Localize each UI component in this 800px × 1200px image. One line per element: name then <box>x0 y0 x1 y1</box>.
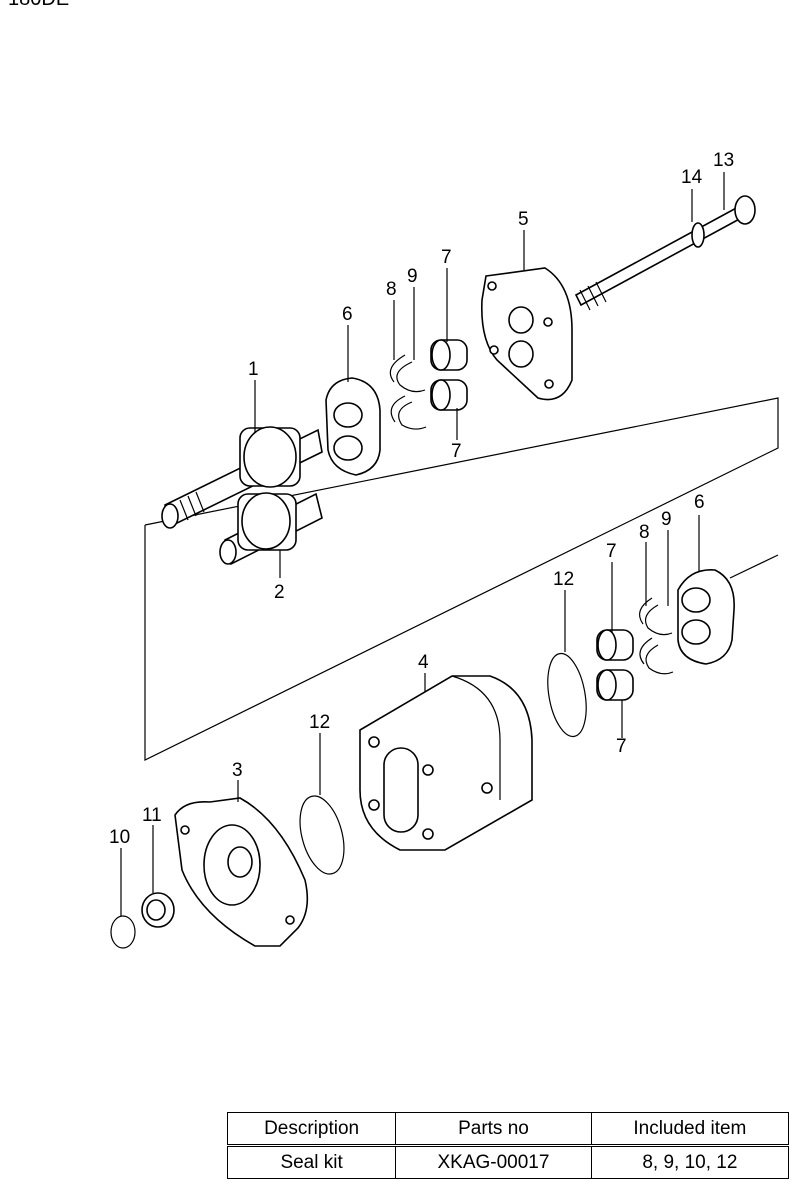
cell-included-item: 8, 9, 10, 12 <box>590 1145 790 1179</box>
bolt-part-13 <box>574 195 756 311</box>
table-header-row: Description Parts no Included item <box>226 1112 790 1147</box>
callout-10: 10 <box>109 827 130 848</box>
callout-12-right: 12 <box>553 569 574 590</box>
bearing-block-part-6-upper <box>325 377 381 476</box>
callout-6-upper: 6 <box>342 304 353 325</box>
washer-part-14 <box>691 222 705 248</box>
callout-14: 14 <box>681 167 703 188</box>
o-ring-part-12-left <box>299 795 345 875</box>
callout-9-upper: 9 <box>407 266 418 287</box>
drive-gear-shaft-part-1 <box>161 426 323 529</box>
callout-11: 11 <box>142 805 162 826</box>
seal-ring-part-8-9-upper <box>389 354 427 430</box>
callout-1: 1 <box>248 359 259 380</box>
callout-5: 5 <box>518 209 529 230</box>
seal-kit-table: Description Parts no Included item Seal … <box>226 1112 790 1179</box>
cell-parts-no: XKAG-00017 <box>395 1145 592 1179</box>
callout-3: 3 <box>232 760 243 781</box>
o-ring-part-12-right <box>547 652 587 738</box>
callout-13: 13 <box>713 150 734 171</box>
callout-4: 4 <box>418 652 429 673</box>
callout-2: 2 <box>274 582 285 603</box>
header-included-item: Included item <box>590 1112 790 1147</box>
assembly-bracket-line <box>144 397 779 761</box>
callout-7-upper-bottom: 7 <box>451 441 462 462</box>
exploded-parts-diagram: 1 2 3 4 5 6 6 7 7 7 7 8 8 9 9 10 11 12 1… <box>109 150 779 949</box>
cover-plate-part-5 <box>480 267 573 401</box>
bracket-link-line <box>729 554 779 579</box>
cell-description: Seal kit <box>226 1145 397 1179</box>
bearing-block-part-6-lower <box>677 569 735 665</box>
callout-6-lower: 6 <box>694 492 705 513</box>
callout-7-upper-top: 7 <box>441 247 452 268</box>
callout-7-lower-bottom: 7 <box>616 736 627 757</box>
callout-8-upper: 8 <box>386 279 397 300</box>
snap-ring-part-10 <box>110 915 136 949</box>
callout-8-lower: 8 <box>639 522 650 543</box>
pump-body-part-4 <box>359 675 533 851</box>
oil-seal-part-11 <box>141 892 175 928</box>
table-row: Seal kit XKAG-00017 8, 9, 10, 12 <box>226 1145 790 1179</box>
flange-cover-part-3 <box>174 797 309 947</box>
seal-ring-part-8-9-lower <box>638 597 674 675</box>
callout-7-lower-top: 7 <box>606 541 617 562</box>
header-description: Description <box>226 1112 397 1147</box>
bushing-part-7-lower <box>596 629 634 701</box>
bushing-part-7-upper <box>430 339 468 411</box>
corner-model-label: 180DE <box>8 0 69 11</box>
callout-9-lower: 9 <box>661 509 672 530</box>
callout-12-left: 12 <box>309 712 330 733</box>
header-parts-no: Parts no <box>395 1112 592 1147</box>
leader-lines <box>120 172 725 916</box>
driven-gear-part-2 <box>219 492 323 566</box>
